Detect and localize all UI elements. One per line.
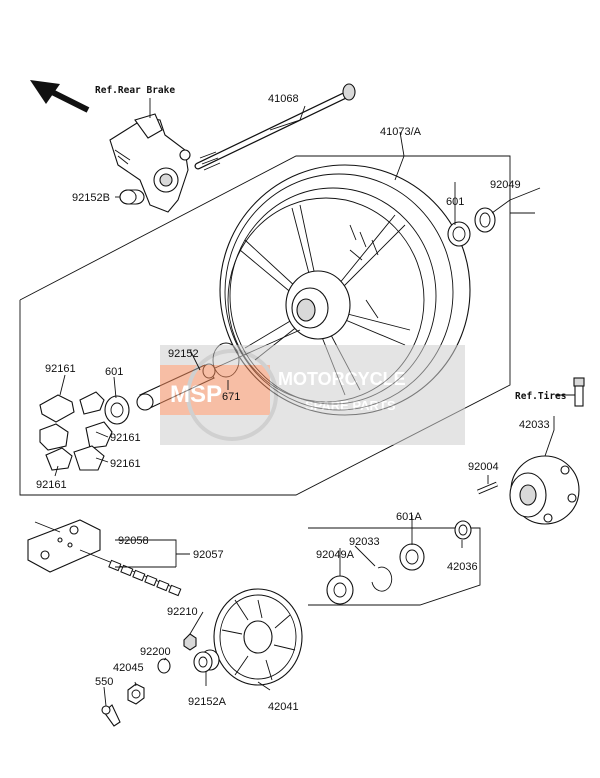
oil-seal-92049[interactable]: [474, 207, 496, 233]
part-label-601-left: 601: [105, 366, 123, 378]
part-label-601-top: 601: [446, 196, 464, 208]
circlip-92033[interactable]: [371, 566, 393, 592]
washer-92200[interactable]: [157, 658, 171, 674]
part-label-42041: 42041: [268, 701, 299, 713]
hub-dampers-92161[interactable]: [39, 391, 113, 471]
part-label-42033: 42033: [519, 419, 550, 431]
bearing-601-top[interactable]: [447, 221, 471, 247]
collar-92152B[interactable]: [119, 189, 145, 205]
part-label-671: 671: [222, 391, 240, 403]
ref-rear-brake-label[interactable]: Ref.Rear Brake: [95, 85, 175, 96]
bearing-601-left[interactable]: [104, 395, 130, 425]
collar-42036[interactable]: [454, 520, 472, 540]
bearing-601A[interactable]: [399, 543, 425, 571]
part-label-601A: 601A: [396, 511, 422, 523]
part-label-92161-a: 92161: [45, 363, 76, 375]
rear-sprocket-42041[interactable]: [213, 588, 303, 686]
watermark: MSP MOTORCYCLE SPARE PARTS: [160, 345, 465, 445]
part-label-92161-b: 92161: [110, 432, 141, 444]
part-label-92152: 92152: [168, 348, 199, 360]
part-label-92049A: 92049A: [316, 549, 355, 561]
wheel-assembly-outline: [19, 155, 511, 496]
part-label-42036: 42036: [447, 561, 478, 573]
watermark-brand: MOTORCYCLE: [278, 369, 406, 389]
part-label-92161-d: 92161: [36, 479, 67, 491]
part-label-92152B: 92152B: [72, 192, 110, 204]
tire-valve-icon: [573, 377, 585, 407]
part-label-92161-c: 92161: [110, 458, 141, 470]
part-label-41068: 41068: [268, 93, 299, 105]
front-direction-arrow-icon: [30, 80, 90, 113]
part-label-41073A: 41073/A: [380, 126, 422, 138]
part-label-92057: 92057: [193, 549, 224, 561]
part-label-92152A: 92152A: [188, 696, 227, 708]
part-label-42045: 42045: [113, 662, 144, 674]
nut-92210[interactable]: [183, 633, 197, 651]
drive-chain-92057[interactable]: [79, 549, 182, 597]
part-label-550: 550: [95, 676, 113, 688]
rear-brake-caliper-bracket[interactable]: [109, 113, 191, 213]
hub-assembly-outline: [308, 527, 481, 606]
sprocket-coupling-42033[interactable]: [509, 455, 580, 525]
part-label-92058: 92058: [118, 535, 149, 547]
axle-41068[interactable]: [194, 83, 356, 171]
watermark-sub: SPARE PARTS: [305, 398, 396, 413]
collar-92152A[interactable]: [193, 649, 220, 673]
watermark-logo: MSP: [170, 381, 222, 408]
stud-92004[interactable]: [477, 481, 498, 495]
leader-lines: [54, 98, 575, 707]
ref-tires-label[interactable]: Ref.Tires: [515, 391, 566, 402]
part-label-92033: 92033: [349, 536, 380, 548]
part-label-92049: 92049: [490, 179, 521, 191]
part-label-92200: 92200: [140, 646, 171, 658]
part-label-92004: 92004: [468, 461, 499, 473]
chain-adjuster-92058[interactable]: [27, 519, 101, 573]
cotter-pin-550[interactable]: [101, 704, 121, 727]
oil-seal-92049A[interactable]: [326, 575, 354, 605]
part-label-92210: 92210: [167, 606, 198, 618]
axle-nut-42045[interactable]: [127, 683, 145, 705]
